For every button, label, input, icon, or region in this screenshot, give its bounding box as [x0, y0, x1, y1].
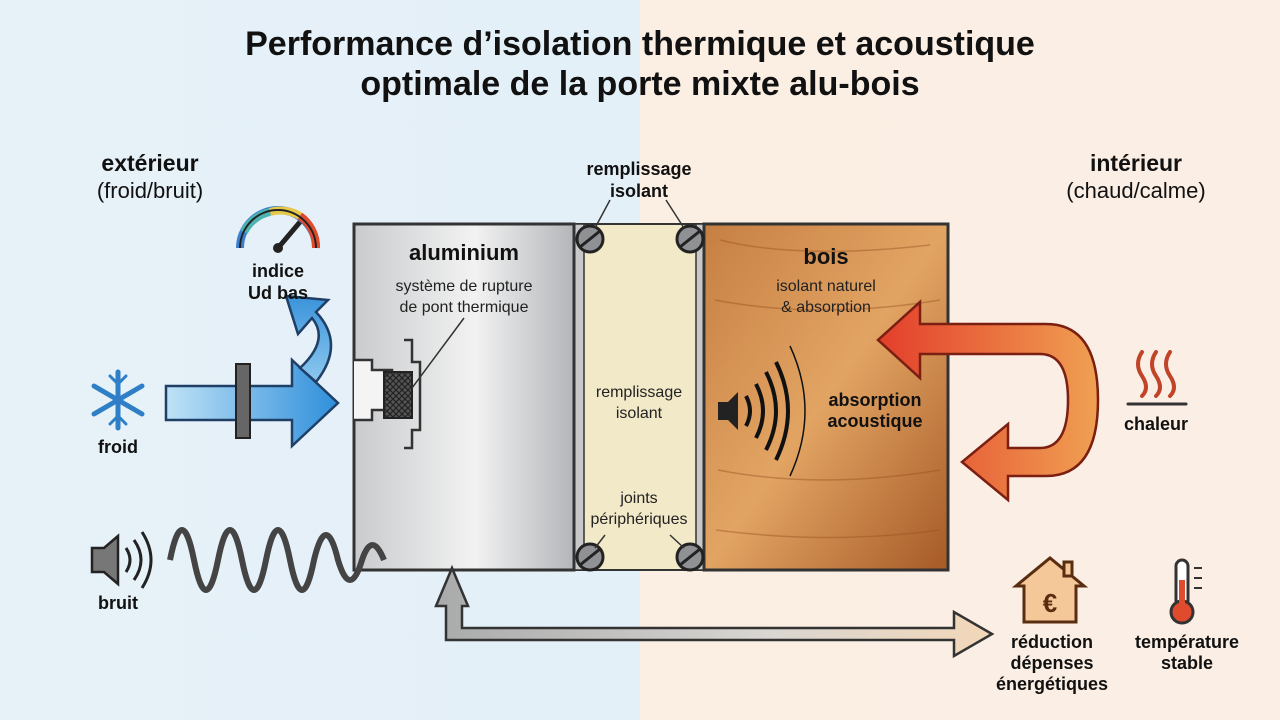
joints-line-2: périphériques [590, 511, 688, 528]
thermal-break [383, 371, 413, 419]
savings-line-3: énergétiques [995, 674, 1109, 694]
savings-line-2: dépenses [1010, 653, 1094, 673]
filling-top-label: remplissage isolant [564, 158, 714, 202]
filling-middle-line-1: remplissage [595, 384, 683, 401]
speaker-icon [90, 531, 153, 589]
interior-subheading: (chaud/calme) [1066, 178, 1206, 203]
interior-heading: intérieur [1089, 150, 1183, 176]
gauge-icon [236, 206, 320, 253]
noise-label: bruit [98, 593, 138, 613]
snowflake-icon [91, 369, 145, 431]
cold-label: froid [98, 437, 138, 457]
cold-arrow [164, 357, 340, 449]
joints-line-1: joints [620, 490, 658, 507]
temperature-line-2: stable [1160, 653, 1214, 673]
temperature-line-1: température [1134, 632, 1240, 652]
aluminium-description-line-2: de pont thermique [399, 299, 529, 316]
noise-wave [167, 527, 387, 593]
filling-panel [573, 223, 707, 571]
filling-middle-label: remplissage isolant [576, 382, 702, 424]
page-title: Performance d’isolation thermique et aco… [0, 24, 1280, 104]
gauge-label-line-2: Ud bas [247, 283, 308, 303]
sound-absorption-icon [718, 345, 806, 477]
filling-middle-line-2: isolant [615, 405, 663, 422]
aluminium-description-line-1: système de rupture [395, 278, 533, 295]
gauge-label-line-1: indice [251, 261, 304, 281]
wood-description-line-2: & absorption [781, 299, 871, 316]
absorption-label: absorption acoustique [808, 390, 942, 432]
exterior-heading: extérieur [101, 150, 199, 176]
filling-top-line-1: remplissage [586, 159, 692, 179]
thermometer-icon [1169, 558, 1202, 625]
savings-line-1: réduction [1010, 632, 1093, 652]
title-line-1: Performance d’isolation thermique et aco… [245, 25, 1035, 63]
aluminium-title: aluminium [408, 240, 519, 265]
house-euro-icon: € [1011, 556, 1089, 624]
gauge-label: indice Ud bas [218, 260, 338, 304]
savings-arrow [434, 564, 995, 659]
absorption-line-1: absorption [828, 390, 922, 410]
reflected-cold-arrow [284, 294, 333, 384]
exterior-subheading: (froid/bruit) [96, 178, 204, 203]
wood-description: isolant naturel & absorption [704, 276, 948, 318]
absorption-line-2: acoustique [827, 411, 923, 431]
wood-description-line-1: isolant naturel [776, 278, 876, 295]
joints-label: joints périphériques [574, 488, 704, 530]
heat-waves-icon [1126, 350, 1188, 406]
temperature-label: température stable [1124, 632, 1250, 674]
title-line-2: optimale de la porte mixte alu-bois [360, 65, 920, 103]
heat-arrow [876, 299, 1100, 503]
wood-title: bois [803, 244, 849, 269]
aluminium-profile [352, 222, 576, 572]
joint-leader-lines [594, 199, 685, 549]
aluminium-description: système de rupture de pont thermique [354, 276, 574, 318]
savings-label: réduction dépenses énergétiques [982, 632, 1122, 695]
filling-top-line-2: isolant [609, 181, 668, 201]
svg-text:€: € [1043, 588, 1057, 618]
heat-label: chaleur [1123, 414, 1189, 434]
joints [575, 224, 705, 572]
